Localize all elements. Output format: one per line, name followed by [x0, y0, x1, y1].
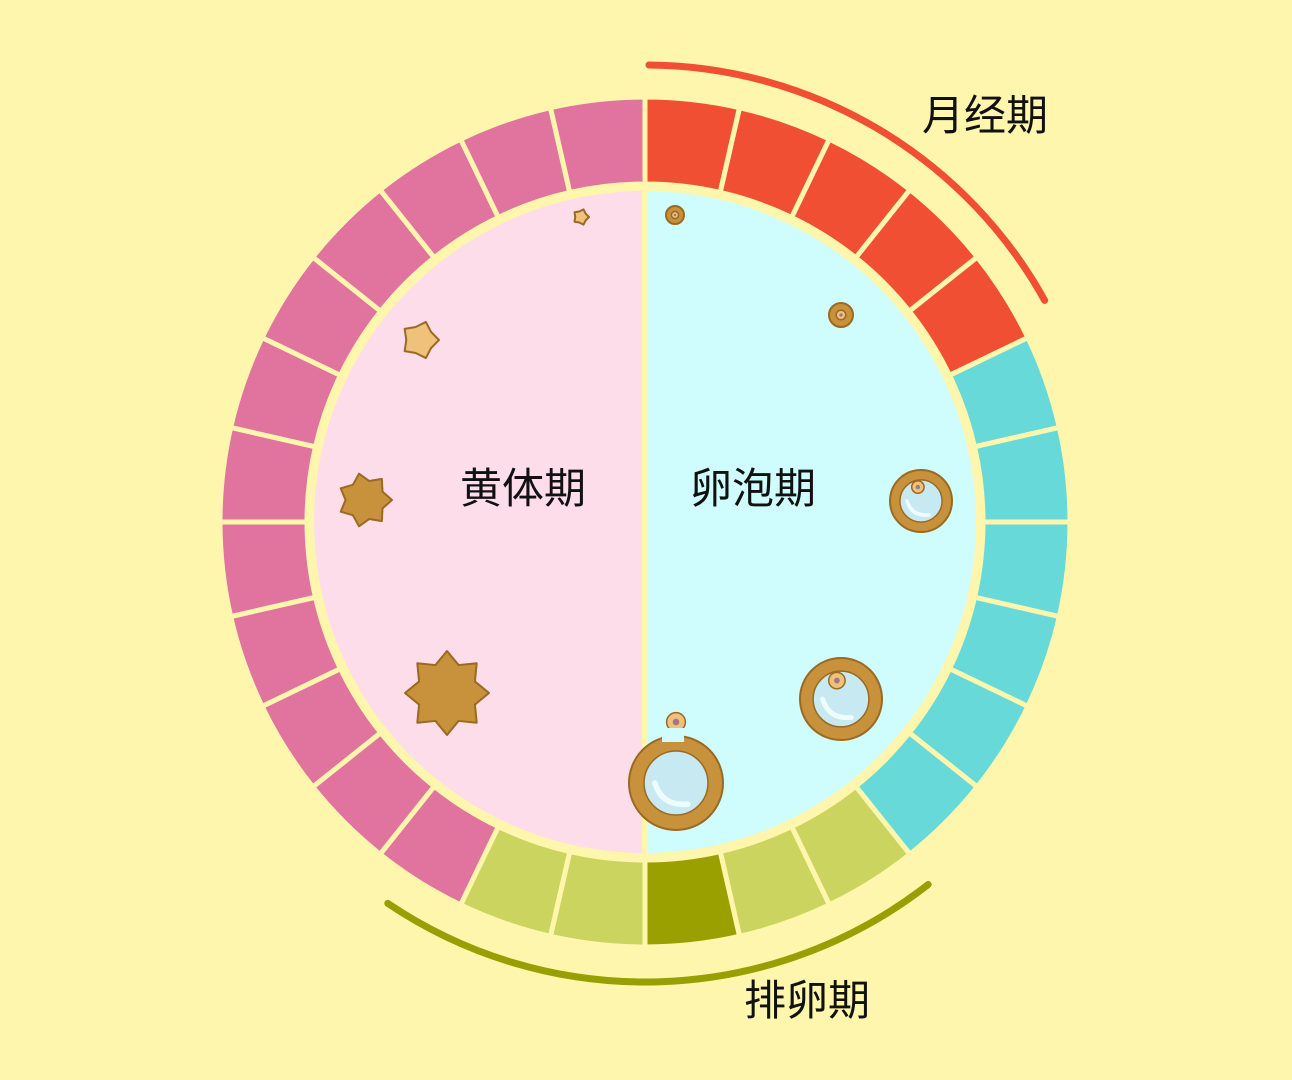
day-segment-21 — [217, 519, 319, 620]
rupture-gap — [662, 728, 684, 742]
follicle-primordial — [665, 205, 685, 225]
day-segment-7 — [971, 424, 1073, 525]
label-follicular: 卵泡期 — [690, 464, 817, 513]
corpus-albicans — [403, 320, 440, 360]
follicle-ovulating — [628, 711, 724, 831]
follicular-half — [645, 191, 976, 853]
corpus-luteum — [404, 650, 490, 736]
corpus-albicans-small — [573, 208, 590, 226]
follicle-secondary — [889, 469, 953, 533]
label-luteal: 黄体期 — [460, 464, 587, 513]
menstrual-arc — [645, 61, 1049, 304]
follicle-primary — [828, 302, 854, 328]
ovulation-arc — [384, 880, 932, 986]
corpus-luteum-regressing — [339, 472, 393, 528]
day-segment-14 — [642, 848, 743, 950]
follicle-antral — [799, 657, 883, 741]
label-ovulation: 排卵期 — [744, 976, 871, 1025]
center-divider — [642, 191, 648, 853]
day-segment-28 — [547, 94, 648, 196]
luteal-half — [314, 191, 645, 853]
label-menstrual: 月经期 — [922, 91, 1049, 140]
